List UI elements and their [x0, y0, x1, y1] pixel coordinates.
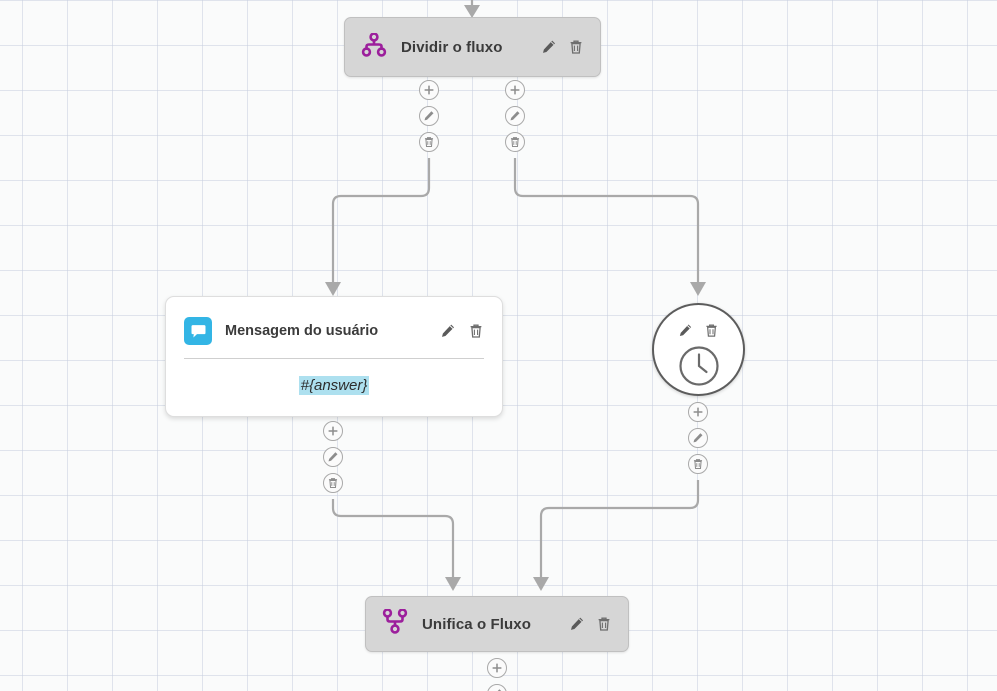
delete-node-button[interactable]	[567, 39, 584, 56]
card-body: #{answer}	[166, 359, 502, 416]
edit-connection-button[interactable]	[419, 106, 439, 126]
edge-arrowhead	[325, 282, 341, 296]
edit-node-button[interactable]	[540, 39, 557, 56]
port-stack-merge-out[interactable]	[487, 658, 507, 691]
edge-message-to-merge	[331, 499, 455, 578]
add-node-button[interactable]	[323, 421, 343, 441]
edge-arrowhead	[533, 577, 549, 591]
card-divider	[184, 358, 484, 359]
node-actions	[439, 323, 484, 340]
delete-connection-button[interactable]	[505, 132, 525, 152]
add-node-button[interactable]	[505, 80, 525, 100]
delete-connection-button[interactable]	[323, 473, 343, 493]
edge-timer-to-merge	[539, 480, 700, 578]
flow-split-icon	[361, 31, 387, 62]
node-actions	[677, 322, 720, 339]
edge-split-to-message	[331, 158, 431, 283]
add-node-button[interactable]	[419, 80, 439, 100]
edge-arrowhead	[445, 577, 461, 591]
variable-token[interactable]: #{answer}	[298, 376, 370, 395]
node-mensagem-do-usuario[interactable]: Mensagem do usuário	[165, 296, 503, 417]
edge-arrowhead	[690, 282, 706, 296]
edit-connection-button[interactable]	[505, 106, 525, 126]
add-node-button[interactable]	[487, 658, 507, 678]
card-header: Mensagem do usuário	[166, 297, 502, 345]
delete-node-button[interactable]	[595, 616, 612, 633]
edit-node-button[interactable]	[439, 323, 456, 340]
port-stack-split-out-right[interactable]	[505, 80, 525, 152]
node-actions	[558, 616, 612, 633]
node-title: Dividir o fluxo	[401, 38, 503, 56]
node-timer[interactable]	[652, 303, 745, 396]
edit-node-button[interactable]	[677, 322, 694, 339]
edit-connection-button[interactable]	[688, 428, 708, 448]
edge-split-to-timer	[513, 158, 700, 283]
edit-connection-button[interactable]	[487, 684, 507, 691]
flow-merge-icon	[382, 607, 408, 640]
clock-icon	[677, 344, 721, 393]
port-stack-split-out-left[interactable]	[419, 80, 439, 152]
node-unifica-o-fluxo[interactable]: Unifica o Fluxo	[365, 596, 629, 652]
edit-connection-button[interactable]	[323, 447, 343, 467]
node-title: Unifica o Fluxo	[422, 615, 532, 633]
add-node-button[interactable]	[688, 402, 708, 422]
delete-node-button[interactable]	[467, 323, 484, 340]
delete-node-button[interactable]	[703, 322, 720, 339]
port-stack-timer-out[interactable]	[688, 402, 708, 474]
port-stack-message-out[interactable]	[323, 421, 343, 493]
chat-bubble-icon	[184, 317, 212, 345]
delete-connection-button[interactable]	[688, 454, 708, 474]
delete-connection-button[interactable]	[419, 132, 439, 152]
node-dividir-o-fluxo[interactable]: Dividir o fluxo	[344, 17, 601, 77]
edit-node-button[interactable]	[568, 616, 585, 633]
node-title: Mensagem do usuário	[225, 323, 379, 339]
node-actions	[530, 39, 584, 56]
